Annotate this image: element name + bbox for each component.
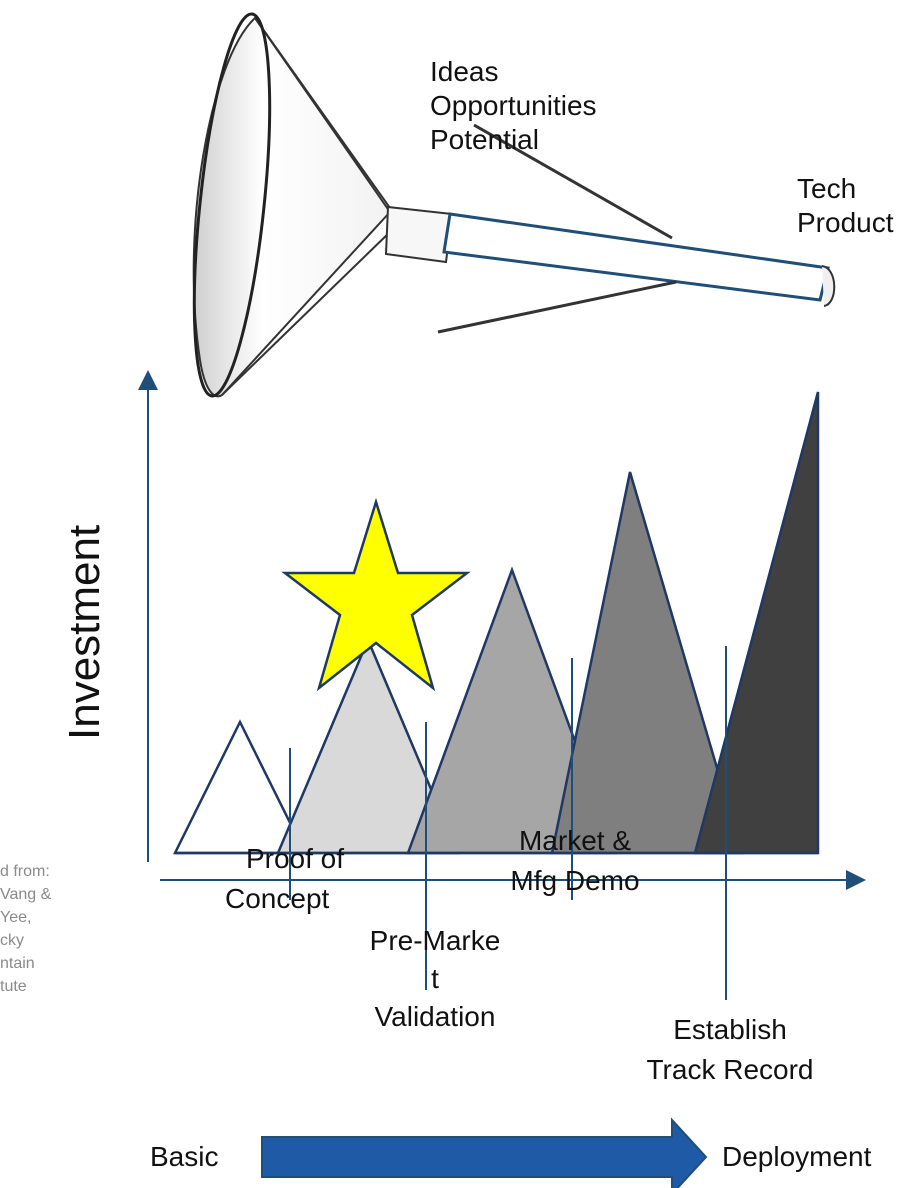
stage-label-market-mfg-demo: Market & Mfg Demo <box>490 824 660 898</box>
stage-label-line: Establish <box>673 1014 787 1045</box>
stage-triangle-5 <box>693 391 820 855</box>
stage-label-line: Track Record <box>646 1054 814 1085</box>
y-axis-title: Investment <box>60 524 109 740</box>
credit-line: cky <box>0 932 24 949</box>
star-icon <box>281 497 471 692</box>
funnel-icon <box>192 12 836 398</box>
funnel-input-label: Ideas Opportunities Potential <box>430 55 620 157</box>
source-credit: d from: Vang & Yee, cky ntain tute <box>0 860 110 998</box>
progress-end-label: Deployment <box>722 1141 872 1172</box>
stage-label-line: Validation <box>374 1001 496 1032</box>
funnel-input-line: Ideas <box>430 56 499 87</box>
progress-start-label: Basic <box>150 1141 219 1172</box>
stage-label-line: Pre-Marke <box>369 925 501 956</box>
stage-label-line: Mfg Demo <box>510 865 640 896</box>
funnel-output-label: Tech Product <box>797 172 894 240</box>
stage-label-establish-track-record: Establish Track Record <box>620 1013 840 1087</box>
stage-label-line: t <box>431 963 439 994</box>
credit-line: ntain <box>0 955 35 972</box>
stage-label-line: Concept <box>225 883 330 914</box>
credit-line: Yee, <box>0 909 32 926</box>
stage-label-pre-market-validation: Pre-Marke t Validation <box>345 924 525 1034</box>
funnel-output-line: Product <box>797 207 894 238</box>
credit-line: Vang & <box>0 886 52 903</box>
funnel-input-line: Potential <box>430 124 539 155</box>
credit-line: tute <box>0 978 27 995</box>
credit-line: d from: <box>0 863 50 880</box>
funnel-input-line: Opportunities <box>430 90 597 121</box>
stage-label-line: Proof of <box>245 843 345 874</box>
stage-label-proof-of-concept: Proof of Concept <box>215 842 375 916</box>
funnel-output-line: Tech <box>797 173 857 204</box>
arrow-right-icon <box>261 1117 708 1188</box>
stage-label-line: Market & <box>518 825 632 856</box>
